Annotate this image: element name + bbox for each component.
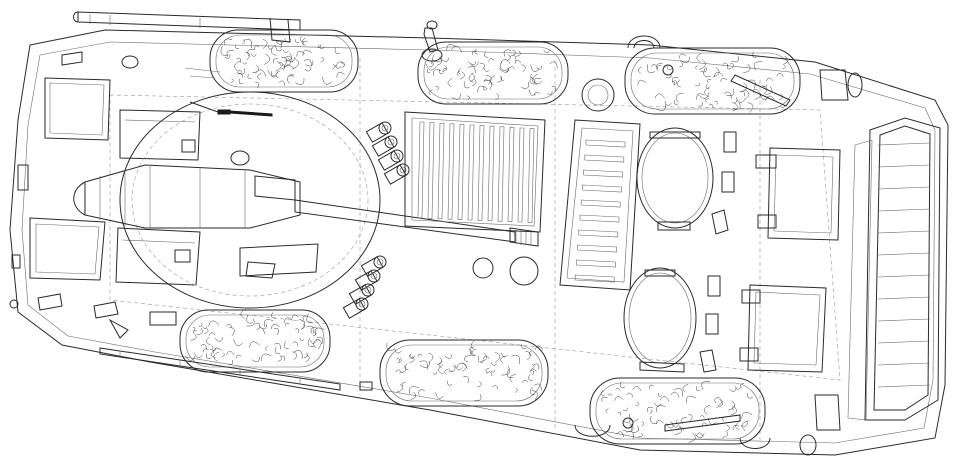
ladder-rung [584,154,625,163]
antenna-mounts [108,55,221,339]
wheels-group [179,29,801,445]
rack-rail [877,318,931,322]
rack-rail [877,384,931,388]
launcher-tube [348,283,375,305]
grille-bar [507,127,515,222]
troop-hatch-lower [623,267,697,373]
engine-deck-ports [472,256,539,286]
rear-deck-ladder-panel [559,119,641,291]
grille-bar [477,125,485,221]
rack-rail [877,296,931,300]
launcher-tube [354,269,381,291]
ladder-rung [577,244,617,253]
rack-rail [877,362,931,366]
launcher-tube [365,121,392,143]
smoke-launcher-upper [365,121,410,185]
smoke-launcher-lower [342,255,387,319]
ladder-rung [580,199,621,208]
driver-hatch-lower [29,217,106,281]
grille-bar [447,123,455,220]
grille-bar [517,127,525,223]
rear-panel-upper [755,147,841,241]
grille-bar [527,128,535,223]
rear-lights [799,69,863,456]
ladder-rung [582,184,622,193]
wheel-front-left [209,29,359,93]
main-gun-barrel [294,199,539,247]
driver-hatch-upper [44,77,111,141]
hull-outline [9,29,949,456]
grille-bar [497,126,505,222]
hatch-vision-blocks [699,131,737,373]
rack-rail [877,252,931,256]
ladder-rung [578,229,619,238]
ladder-rung [585,139,626,148]
ladder-rung [576,259,616,268]
rack-rail [877,164,931,168]
troop-hatch-upper [636,127,714,231]
side-tools [99,64,791,432]
grille-bar [427,122,435,219]
periscope-blocks [9,51,201,326]
rack-rail [877,186,931,190]
ladder-rung [583,169,623,178]
ladder-rung [579,214,620,223]
launcher-tube [383,163,410,185]
rack-rail [877,274,931,278]
rear-panel-lower [739,284,827,373]
grille-bar [417,121,425,219]
turret [73,91,381,309]
launcher-tube [342,297,369,319]
engine-grille [404,111,546,233]
rack-rail [877,142,931,146]
hull-handles [574,35,771,449]
rack-rail [877,230,931,234]
wheel-front-right [179,308,331,373]
launcher-tube [377,149,404,171]
grille-bar [467,124,475,221]
rack-rail [877,340,931,344]
wheel-third-right [589,377,766,445]
coax-machine-gun [189,101,273,117]
wheel-third-left [624,47,801,115]
launcher-tube [360,255,387,277]
launcher-tube [371,135,398,157]
wheel-second-left [417,41,569,105]
grille-bar [437,122,445,220]
exhaust-pipe [73,11,301,43]
grille-bar [487,125,495,222]
wheel-second-right [379,339,549,407]
ladder-rung [574,274,615,283]
grille-bar [457,124,465,220]
rack-rail [877,208,931,212]
rear-stowage-rack [847,117,941,421]
snorkel-pipe [421,20,443,62]
